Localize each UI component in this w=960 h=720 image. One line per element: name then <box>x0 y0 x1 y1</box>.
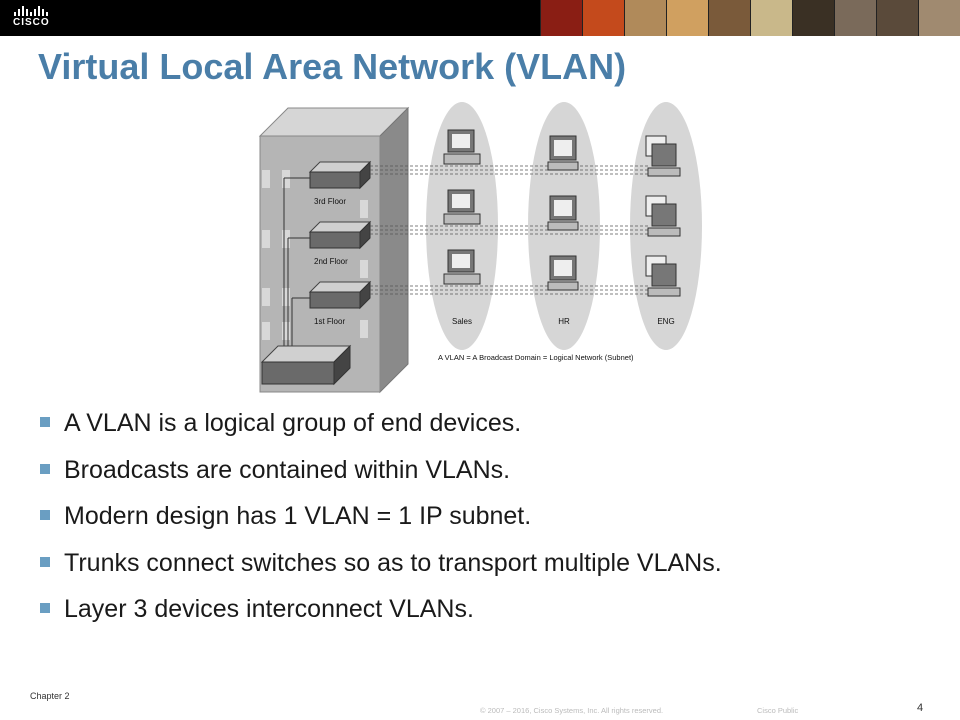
photo-strip <box>540 0 960 36</box>
logo-text: CISCO <box>13 17 50 28</box>
header-photo <box>540 0 582 36</box>
cisco-logo-icon <box>14 6 48 16</box>
floor-label-2: 2nd Floor <box>314 257 348 266</box>
bullet-list: A VLAN is a logical group of end devices… <box>40 404 722 637</box>
switch-1st-floor <box>308 280 372 310</box>
classification-text: Cisco Public <box>757 706 799 715</box>
diagram-caption: A VLAN = A Broadcast Domain = Logical Ne… <box>438 353 634 362</box>
bullet-square-icon <box>40 510 50 520</box>
vlan-diagram: 3rd Floor 2nd Floor 1st Floor Sales HR E… <box>258 102 702 394</box>
bullet-item: A VLAN is a logical group of end devices… <box>40 404 722 451</box>
bullet-item: Layer 3 devices interconnect VLANs. <box>40 590 722 637</box>
bullet-item: Modern design has 1 VLAN = 1 IP subnet. <box>40 497 722 544</box>
floor-label-3: 3rd Floor <box>314 197 346 206</box>
bullet-text: Layer 3 devices interconnect VLANs. <box>64 595 474 623</box>
group-label-eng: ENG <box>657 317 674 326</box>
bullet-text: A VLAN is a logical group of end devices… <box>64 409 522 437</box>
bullet-text: Broadcasts are contained within VLANs. <box>64 455 511 484</box>
header-bar: CISCO <box>0 0 960 36</box>
header-photo <box>666 0 708 36</box>
bullet-item: Broadcasts are contained within VLANs. <box>40 451 722 498</box>
page-number: 4 <box>917 702 924 714</box>
chapter-label: Chapter 2 <box>30 691 70 701</box>
bullet-square-icon <box>40 603 50 613</box>
bullet-square-icon <box>40 556 50 567</box>
header-photo <box>750 0 792 36</box>
header-photo <box>708 0 750 36</box>
bullet-square-icon <box>40 417 50 427</box>
computer-icon <box>443 129 681 297</box>
copyright-text: © 2007 – 2016, Cisco Systems, Inc. All r… <box>480 706 664 715</box>
header-photo <box>624 0 666 36</box>
slide-title: Virtual Local Area Network (VLAN) <box>38 46 627 87</box>
vlan-links <box>370 165 650 295</box>
bullet-text: Trunks connect switches so as to transpo… <box>64 548 722 577</box>
bullet-square-icon <box>40 463 50 474</box>
floor-label-1: 1st Floor <box>314 317 345 326</box>
header-photo <box>834 0 876 36</box>
header-photo <box>876 0 918 36</box>
group-label-hr: HR <box>558 317 570 326</box>
header-photo <box>918 0 960 36</box>
header-photo <box>792 0 834 36</box>
header-photo <box>582 0 624 36</box>
core-switch <box>260 344 352 386</box>
bullet-item: Trunks connect switches so as to transpo… <box>40 544 722 591</box>
switch-2nd-floor <box>308 220 372 250</box>
bullet-text: Modern design has 1 VLAN = 1 IP subnet. <box>64 502 532 530</box>
group-label-sales: Sales <box>452 317 472 326</box>
switch-3rd-floor <box>308 160 372 190</box>
